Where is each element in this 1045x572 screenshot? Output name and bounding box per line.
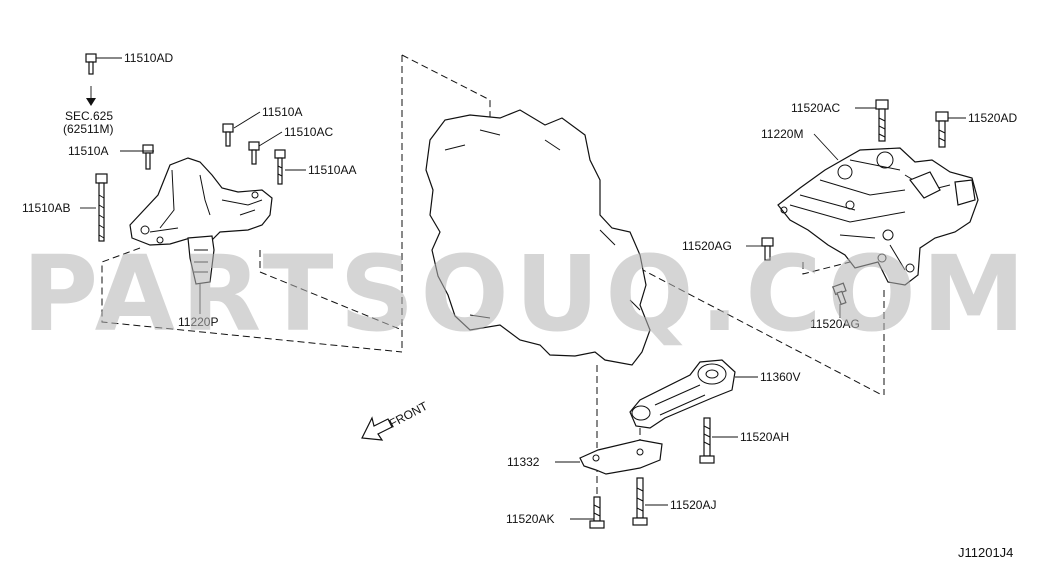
bolt-11510AA [274,149,286,185]
torque-rod [629,359,736,429]
bolt-11510A-1 [142,144,154,170]
bolt-11520AC [875,99,889,142]
section-ref-2: (62511M) [63,122,113,136]
callout-11220P: 11220P [178,315,218,329]
bolt-11510AC [248,141,260,165]
watermark: PARTSOUQ.COM [22,233,1031,355]
leader-lines [80,57,966,520]
callout-11360V: 11360V [760,370,800,384]
callout-11510AA: 11510AA [308,163,357,177]
callout-11510A-left: 11510A [68,144,108,158]
front-label: FRONT [387,399,431,431]
diagram-code: J11201J4 [958,545,1013,560]
engine-mount-left [129,157,273,285]
callout-11510AB: 11510AB [22,201,71,215]
callout-11332: 11332 [507,455,540,469]
bolt-11510AB [95,173,108,242]
callout-11510AC: 11510AC [284,125,333,139]
front-direction-arrow [361,416,393,441]
bolt-11520AH [699,417,715,464]
callout-11520AK: 11520AK [506,512,555,526]
bolt-11520AG-1 [761,237,774,261]
callout-11510A-top: 11510A [262,105,302,119]
callout-11220M: 11220M [761,127,803,141]
bolt-11520AG-2 [832,282,847,306]
bolt-11510A-2 [222,123,234,147]
bracket-11332 [579,439,663,475]
section-ref-1: SEC.625 [65,109,113,123]
bolt-11520AD [935,111,949,148]
callout-11520AG-lower: 11520AG [810,317,860,331]
callout-11520AC: 11520AC [791,101,840,115]
engine-block [425,109,651,366]
bolt-11510AD [85,53,97,106]
callout-11520AH: 11520AH [740,430,789,444]
callout-11510AD: 11510AD [124,51,173,65]
engine-mount-right [777,147,979,286]
callout-11520AJ: 11520AJ [670,498,716,512]
bolt-11520AK [589,496,605,529]
callout-11520AG-upper: 11520AG [682,239,732,253]
bolt-11520AJ [632,477,648,526]
callout-11520AD: 11520AD [968,111,1017,125]
